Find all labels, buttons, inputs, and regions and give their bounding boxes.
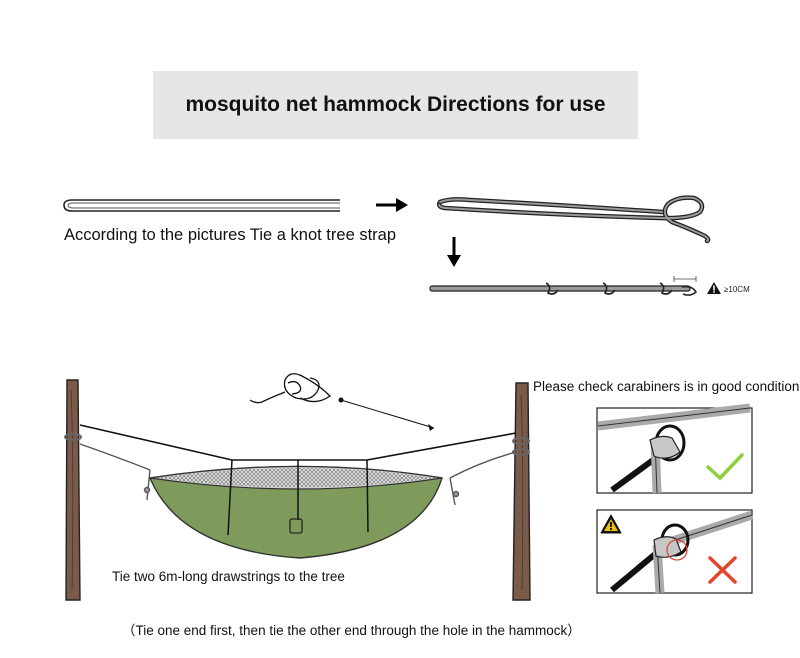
carabiner-bad-panel: [596, 509, 754, 594]
page-title: mosquito net hammock Directions for use: [185, 93, 606, 116]
ridgeline-rope: [79, 424, 517, 461]
cross-icon: [708, 556, 737, 584]
mosquito-net: [155, 459, 438, 536]
measure-label: ≥10CM: [724, 285, 750, 294]
warning-icon: [707, 282, 721, 294]
warning-icon: [600, 514, 622, 534]
hammock-hole-note: （Tie one end first, then tie the other e…: [122, 623, 581, 638]
knot-instruction-caption: According to the pictures Tie a knot tre…: [64, 226, 397, 244]
drawstring-pouch-illustration: [249, 373, 332, 404]
drawstring-instruction-caption: Tie two 6m-long drawstrings to the tree: [112, 569, 345, 584]
carabiner-good-panel: [596, 403, 753, 494]
folded-strap-illustration: [63, 199, 340, 212]
pointer-line: [338, 397, 435, 431]
left-tree-trunk: [65, 379, 81, 601]
arrow-down-icon: [447, 237, 461, 267]
knotted-strap-illustration: [436, 195, 711, 244]
check-icon: [706, 453, 744, 481]
title-banner: mosquito net hammock Directions for use: [153, 71, 638, 139]
arrow-right-icon: [376, 198, 408, 212]
carabiner-check-caption: Please check carabiners is in good condi…: [533, 379, 800, 394]
knotted-tree-strap-illustration: [429, 276, 698, 296]
tree-strap-loops: [64, 433, 530, 456]
right-tree-trunk: [512, 382, 531, 601]
suspension-ropes: [79, 443, 517, 506]
